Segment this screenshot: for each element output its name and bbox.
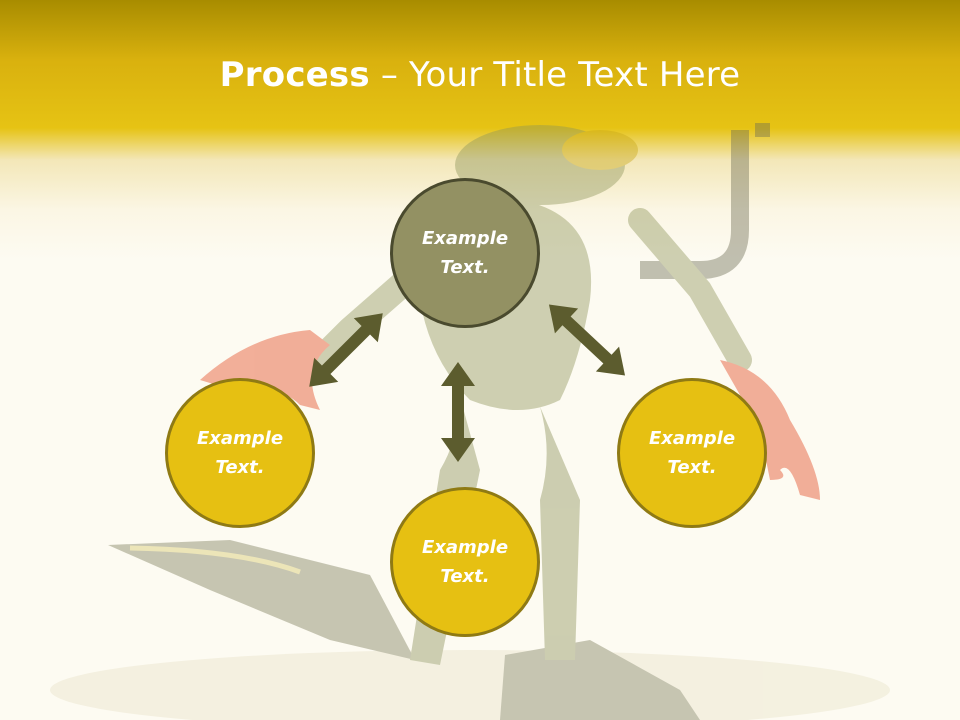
node-left-text: Example Text. <box>196 428 284 478</box>
node-right-text: Example Text. <box>648 428 736 478</box>
slide-title: Process – Your Title Text Here <box>0 50 960 100</box>
title-dash: – <box>369 55 410 95</box>
node-top-text: Example Text. <box>421 228 509 278</box>
title-rest: Your Title Text Here <box>409 55 741 95</box>
title-bold: Process <box>219 55 370 95</box>
process-node-top[interactable]: Example Text. <box>390 178 540 328</box>
process-node-right[interactable]: Example Text. <box>617 378 767 528</box>
process-node-bottom[interactable]: Example Text. <box>390 487 540 637</box>
process-node-left[interactable]: Example Text. <box>165 378 315 528</box>
node-bottom-text: Example Text. <box>421 537 509 587</box>
arrow-top-bottom <box>441 362 475 462</box>
arrow-top-right <box>548 304 626 376</box>
arrow-top-left <box>309 313 383 387</box>
